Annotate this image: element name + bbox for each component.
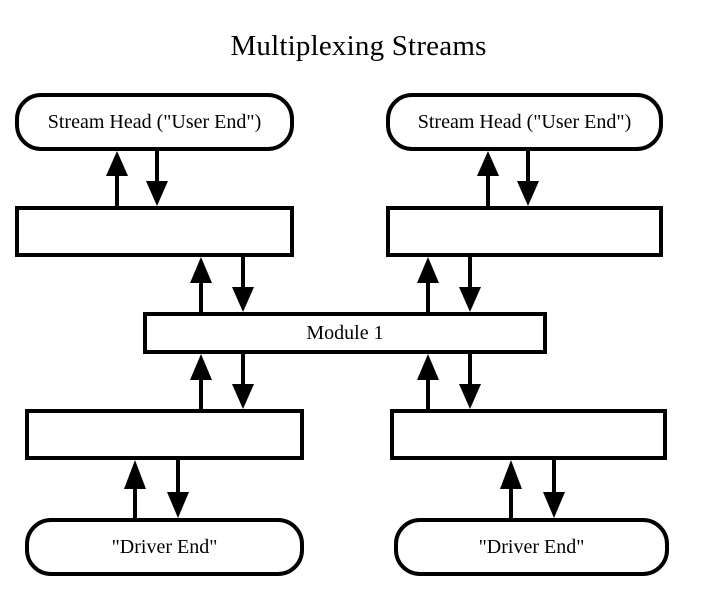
arrow-module1-to-lower-left-down [232, 354, 254, 409]
node-stream-head-left-label: Stream Head ("User End") [47, 111, 262, 133]
node-module-upper-right[interactable] [386, 206, 663, 257]
arrow-driver-right-up [500, 460, 522, 518]
arrow-upper-right-to-module1-down [459, 257, 481, 312]
arrow-module1-to-lower-right-down [459, 354, 481, 409]
arrow-upper-right-down [517, 151, 539, 206]
arrow-upper-left-up [106, 151, 128, 206]
node-stream-head-left[interactable]: Stream Head ("User End") [15, 93, 294, 151]
node-driver-end-left[interactable]: "Driver End" [25, 518, 304, 576]
node-module-lower-right[interactable] [390, 409, 667, 460]
diagram-title: Multiplexing Streams [230, 30, 487, 62]
arrow-module1-to-upper-left-up [190, 257, 212, 312]
arrow-lower-right-to-module1-up [417, 354, 439, 409]
arrow-module1-to-upper-right-up [417, 257, 439, 312]
arrow-upper-left-down [146, 151, 168, 206]
arrow-driver-left-up [124, 460, 146, 518]
arrow-upper-left-to-module1-down [232, 257, 254, 312]
node-module-upper-left[interactable] [15, 206, 294, 257]
node-driver-end-right[interactable]: "Driver End" [394, 518, 669, 576]
node-stream-head-right-label: Stream Head ("User End") [417, 111, 632, 133]
arrow-lower-left-to-module1-up [190, 354, 212, 409]
arrow-upper-right-up [477, 151, 499, 206]
node-module-1[interactable]: Module 1 [143, 312, 547, 354]
node-module-1-label: Module 1 [306, 322, 384, 344]
node-stream-head-right[interactable]: Stream Head ("User End") [386, 93, 663, 151]
node-module-lower-left[interactable] [25, 409, 304, 460]
node-driver-end-left-label: "Driver End" [111, 536, 218, 558]
node-driver-end-right-label: "Driver End" [478, 536, 585, 558]
arrow-driver-right-down [543, 460, 565, 518]
arrow-driver-left-down [167, 460, 189, 518]
